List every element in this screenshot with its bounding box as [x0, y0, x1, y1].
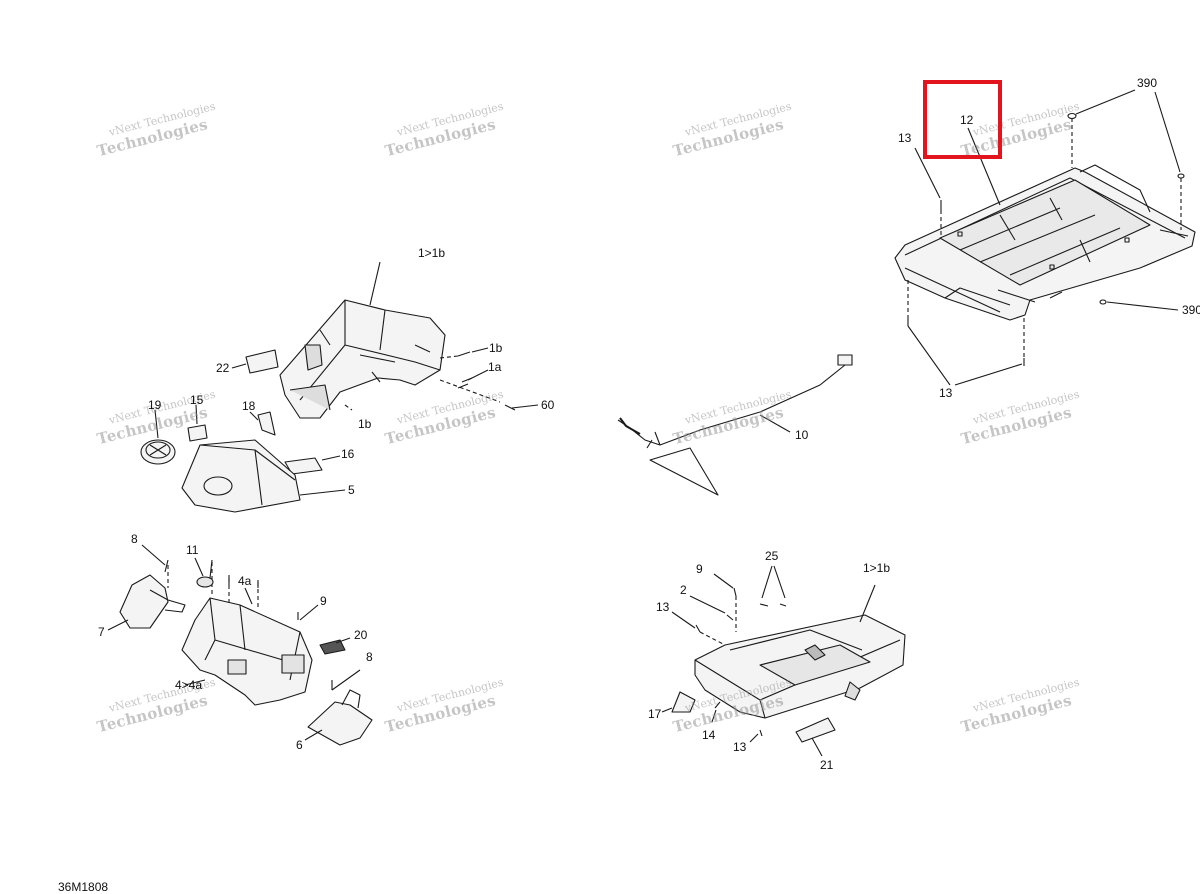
- callout-label[interactable]: 6: [296, 738, 303, 752]
- callout-label[interactable]: 1>1b: [418, 246, 446, 260]
- callout-label[interactable]: 21: [820, 758, 834, 772]
- callout-label[interactable]: 15: [190, 393, 204, 407]
- callout-label[interactable]: 14: [702, 728, 716, 742]
- mount-7: [107, 574, 186, 631]
- callout-label[interactable]: 16: [341, 447, 355, 461]
- console-fasteners: [344, 261, 539, 411]
- callout-label[interactable]: 22: [216, 361, 230, 375]
- storage-tray-part: [694, 584, 906, 719]
- callout-label[interactable]: 13: [733, 740, 747, 754]
- callout-label[interactable]: 4>4a: [175, 678, 203, 692]
- skid-plate-part: [894, 164, 1196, 321]
- callout-label[interactable]: 5: [348, 483, 355, 497]
- callout-label[interactable]: 8: [131, 532, 138, 546]
- fastener-390-right: [1099, 299, 1179, 311]
- decal-16: [284, 455, 341, 475]
- highlight-box: [923, 80, 1002, 159]
- callout-label[interactable]: 13: [656, 600, 670, 614]
- module-4-4a: [181, 597, 313, 706]
- callout-label[interactable]: 1a: [488, 360, 502, 374]
- callout-label[interactable]: 18: [242, 399, 256, 413]
- panel-5: [181, 439, 346, 513]
- decal-20: [319, 637, 351, 655]
- console-bracket-part: [279, 299, 446, 419]
- callout-label[interactable]: 1b: [358, 417, 372, 431]
- callout-label[interactable]: 1>1b: [863, 561, 891, 575]
- callout-label[interactable]: 7: [98, 625, 105, 639]
- callout-label[interactable]: 390: [1182, 303, 1200, 317]
- fastener-390-top: [1067, 89, 1185, 230]
- callout-label[interactable]: 11: [186, 543, 199, 557]
- callout-label[interactable]: 9: [320, 594, 327, 608]
- tray-fasteners: [671, 565, 787, 743]
- callout-label[interactable]: 8: [366, 650, 373, 664]
- fasteners-13-skid: [907, 127, 1025, 386]
- callout-label[interactable]: 4a: [238, 574, 252, 588]
- wiring-harness-10: [617, 354, 853, 496]
- fasteners-bottom-left: [141, 544, 361, 691]
- callout-label[interactable]: 19: [148, 398, 162, 412]
- drawing-code: 36M1808: [58, 880, 109, 894]
- decal-18: [249, 411, 276, 436]
- callout-label[interactable]: 2: [680, 583, 687, 597]
- callout-label[interactable]: 9: [696, 562, 703, 576]
- callout-label[interactable]: 60: [541, 398, 555, 412]
- callout-label[interactable]: 1b: [489, 341, 503, 355]
- callout-label[interactable]: 25: [765, 549, 779, 563]
- callout-label[interactable]: 390: [1137, 76, 1158, 90]
- gauge-19: [140, 409, 176, 465]
- callout-label[interactable]: 13: [898, 131, 912, 145]
- decal-22: [231, 349, 279, 374]
- callout-label[interactable]: 13: [939, 386, 953, 400]
- callout-label-highlighted[interactable]: 12: [960, 113, 974, 127]
- bracket-6: [304, 689, 373, 746]
- decal-17: [661, 691, 696, 713]
- callout-label[interactable]: 10: [795, 428, 809, 442]
- decal-21: [795, 717, 836, 757]
- callout-label[interactable]: 17: [648, 707, 662, 721]
- callout-label[interactable]: 20: [354, 628, 368, 642]
- decal-15: [187, 404, 208, 442]
